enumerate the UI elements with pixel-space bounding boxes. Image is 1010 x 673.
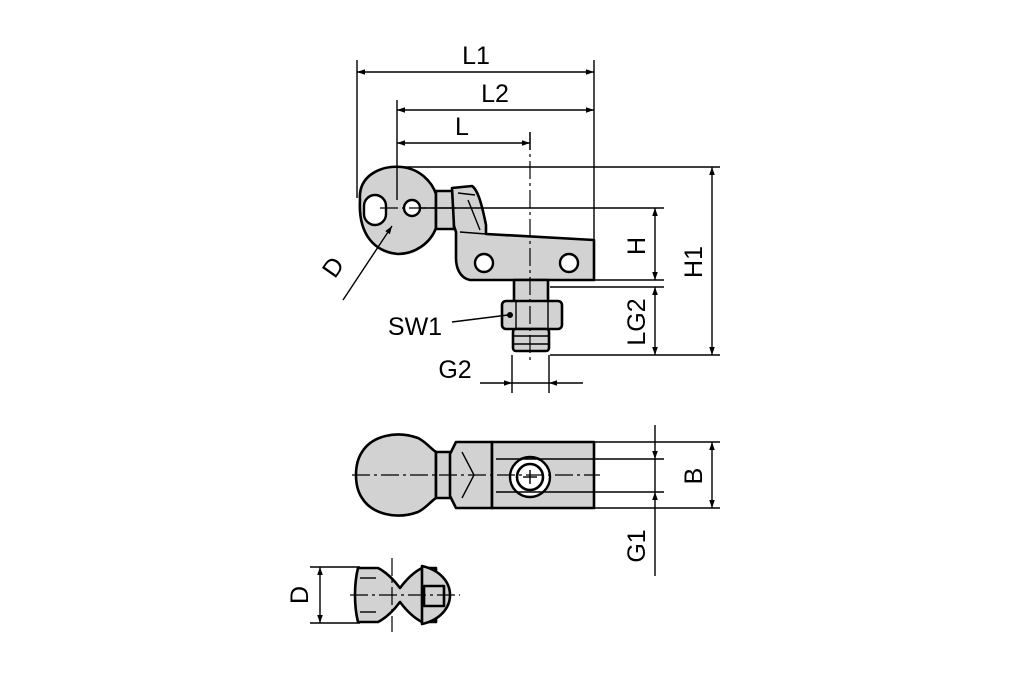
bracket-edge [457,192,476,196]
label-SW1: SW1 [388,313,442,341]
bracket-hole-right [558,252,580,274]
lower-thread [511,327,551,353]
nut-dot [507,312,513,318]
label-D-side: D [317,252,350,283]
socket-screw-inner [515,462,545,492]
bracket-edge [459,231,487,235]
dimension-labels: L1 L2 L D H H1 LG2 SW1 G2 B G1 D [286,42,708,604]
label-G2: G2 [438,356,471,384]
label-D-end: D [286,586,314,604]
label-L1: L1 [462,42,490,70]
side-view-dimensions [342,60,720,393]
end-view [350,558,460,632]
label-G1: G1 [623,529,651,562]
end-view-dimensions [310,566,360,624]
bracket-hole-left [473,252,495,274]
thread-stud [512,278,550,304]
label-B: B [680,468,708,485]
bracket-edge [467,199,481,231]
dim-D-leader [342,225,393,301]
side-view [358,132,596,362]
hex-edge [461,474,475,499]
label-L: L [455,113,469,141]
label-H1: H1 [680,246,708,278]
top-view-dimensions [594,425,720,576]
end-nut [422,584,446,608]
slot-hole [362,193,388,227]
hex-edge [461,451,475,476]
label-L2: L2 [481,80,509,108]
top-view [352,433,600,517]
dim-SW1-leader [451,314,509,323]
label-H: H [623,237,651,255]
label-LG2: LG2 [623,298,651,345]
